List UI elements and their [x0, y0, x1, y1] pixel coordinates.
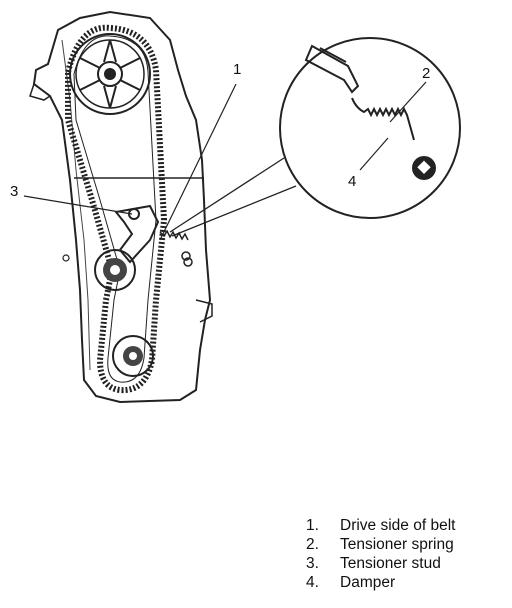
- legend-item: 3. Tensioner stud: [306, 554, 506, 573]
- legend-number: 3.: [306, 555, 319, 572]
- callout-3-leader: [23, 195, 133, 215]
- legend-item: 2. Tensioner spring: [306, 535, 506, 554]
- legend-item: 4. Damper: [306, 573, 506, 592]
- cover-tab-right: [195, 299, 213, 323]
- legend-label: Drive side of belt: [340, 517, 456, 534]
- cover-bolt-hole: [62, 254, 70, 262]
- crankshaft-sprocket: [112, 335, 154, 377]
- legend-item: 1. Drive side of belt: [306, 516, 506, 535]
- tensioner-bracket: [114, 204, 160, 264]
- cover-flange-left: [29, 83, 51, 101]
- cover-bolt-hole: [183, 257, 193, 267]
- timing-cover-outline: [32, 10, 212, 404]
- timing-belt-inner: [73, 35, 157, 383]
- detail-magnifier-circle: [279, 37, 461, 219]
- spring-anchor-small: [181, 251, 191, 261]
- legend-number: 2.: [306, 536, 319, 553]
- callout-4-leader: [359, 137, 389, 171]
- callout-label-4: 4: [348, 173, 357, 190]
- legend-label: Tensioner stud: [340, 555, 441, 572]
- camshaft-sprocket: [69, 33, 151, 115]
- magnifier-lead-line: [169, 157, 285, 233]
- legend-number: 4.: [306, 574, 319, 591]
- callout-label-1: 1: [233, 61, 242, 78]
- legend-number: 1.: [306, 517, 319, 534]
- detail-damper: [412, 156, 436, 180]
- detail-tensioner-spring: [351, 97, 415, 141]
- detail-bracket-end: [304, 44, 360, 94]
- callout-1-leader: [159, 83, 237, 241]
- tensioner-pulley: [94, 249, 136, 291]
- legend-label: Tensioner spring: [340, 536, 454, 553]
- callout-label-3: 3: [10, 183, 19, 200]
- magnifier-lead-line: [171, 185, 297, 237]
- callout-2-leader: [389, 81, 427, 123]
- callout-label-2: 2: [422, 65, 431, 82]
- legend-label: Damper: [340, 574, 396, 591]
- timing-belt: [65, 24, 168, 394]
- parts-legend: 1. Drive side of belt 2. Tensioner sprin…: [306, 516, 506, 592]
